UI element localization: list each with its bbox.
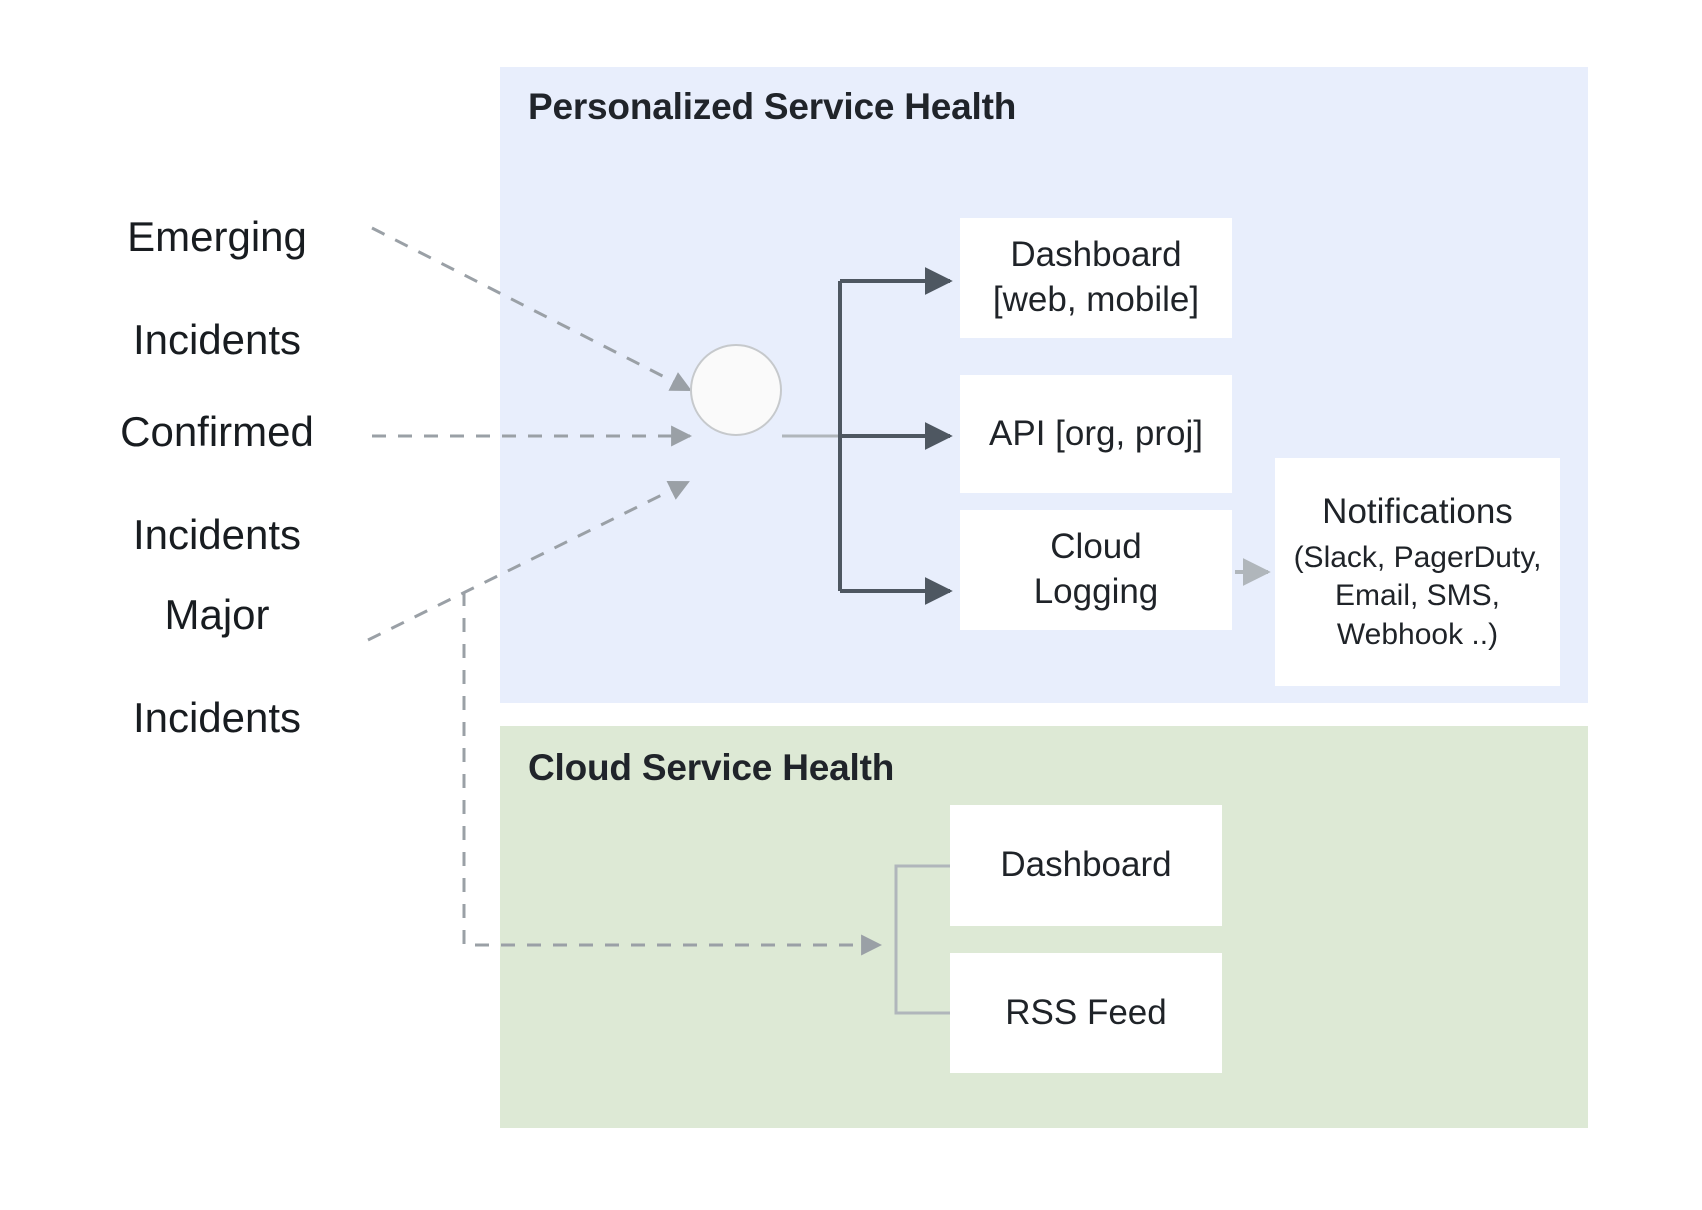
node-psh-notifications-title: Notifications bbox=[1322, 492, 1513, 532]
node-psh-dashboard-line2: [web, mobile] bbox=[992, 280, 1200, 319]
source-label-emerging-line1: Emerging bbox=[127, 213, 307, 261]
source-label-emerging-line2: Incidents bbox=[132, 315, 302, 363]
node-psh-notifications[interactable]: Notifications (Slack, PagerDuty, Email, … bbox=[1275, 458, 1560, 686]
source-label-major: Major Incidents bbox=[62, 538, 372, 794]
incident-hub-node bbox=[690, 344, 782, 436]
source-label-major-line2: Incidents bbox=[132, 693, 302, 741]
node-psh-cloud-logging-line1: Cloud bbox=[1050, 527, 1142, 567]
source-label-confirmed-line2: Incidents bbox=[132, 510, 302, 558]
node-csh-rss-feed-label: RSS Feed bbox=[1005, 992, 1167, 1032]
node-psh-api[interactable]: API [org, proj] bbox=[960, 375, 1232, 493]
source-label-emerging: Emerging Incidents bbox=[62, 160, 372, 416]
node-psh-dashboard[interactable]: Dashboard [web, mobile] bbox=[960, 218, 1232, 338]
node-psh-notifications-line3: Email, SMS, bbox=[1334, 579, 1501, 613]
node-psh-cloud-logging[interactable]: Cloud Logging bbox=[960, 510, 1232, 630]
node-psh-dashboard-line1: Dashboard bbox=[1010, 235, 1182, 275]
node-psh-cloud-logging-line2: Logging bbox=[1033, 572, 1159, 611]
panel-title-personalized-service-health: Personalized Service Health bbox=[528, 86, 1017, 127]
panel-title-cloud-service-health: Cloud Service Health bbox=[528, 747, 895, 788]
source-label-major-line1: Major bbox=[164, 591, 270, 639]
node-psh-notifications-line4: Webhook ..) bbox=[1336, 617, 1499, 651]
node-psh-api-label: API [org, proj] bbox=[989, 413, 1203, 453]
source-label-confirmed: Confirmed Incidents bbox=[62, 355, 372, 611]
node-psh-notifications-line2: (Slack, PagerDuty, bbox=[1293, 540, 1542, 574]
node-csh-rss-feed[interactable]: RSS Feed bbox=[950, 953, 1222, 1073]
node-csh-dashboard[interactable]: Dashboard bbox=[950, 805, 1222, 926]
node-csh-dashboard-label: Dashboard bbox=[1000, 845, 1172, 885]
source-label-confirmed-line1: Confirmed bbox=[120, 408, 314, 456]
